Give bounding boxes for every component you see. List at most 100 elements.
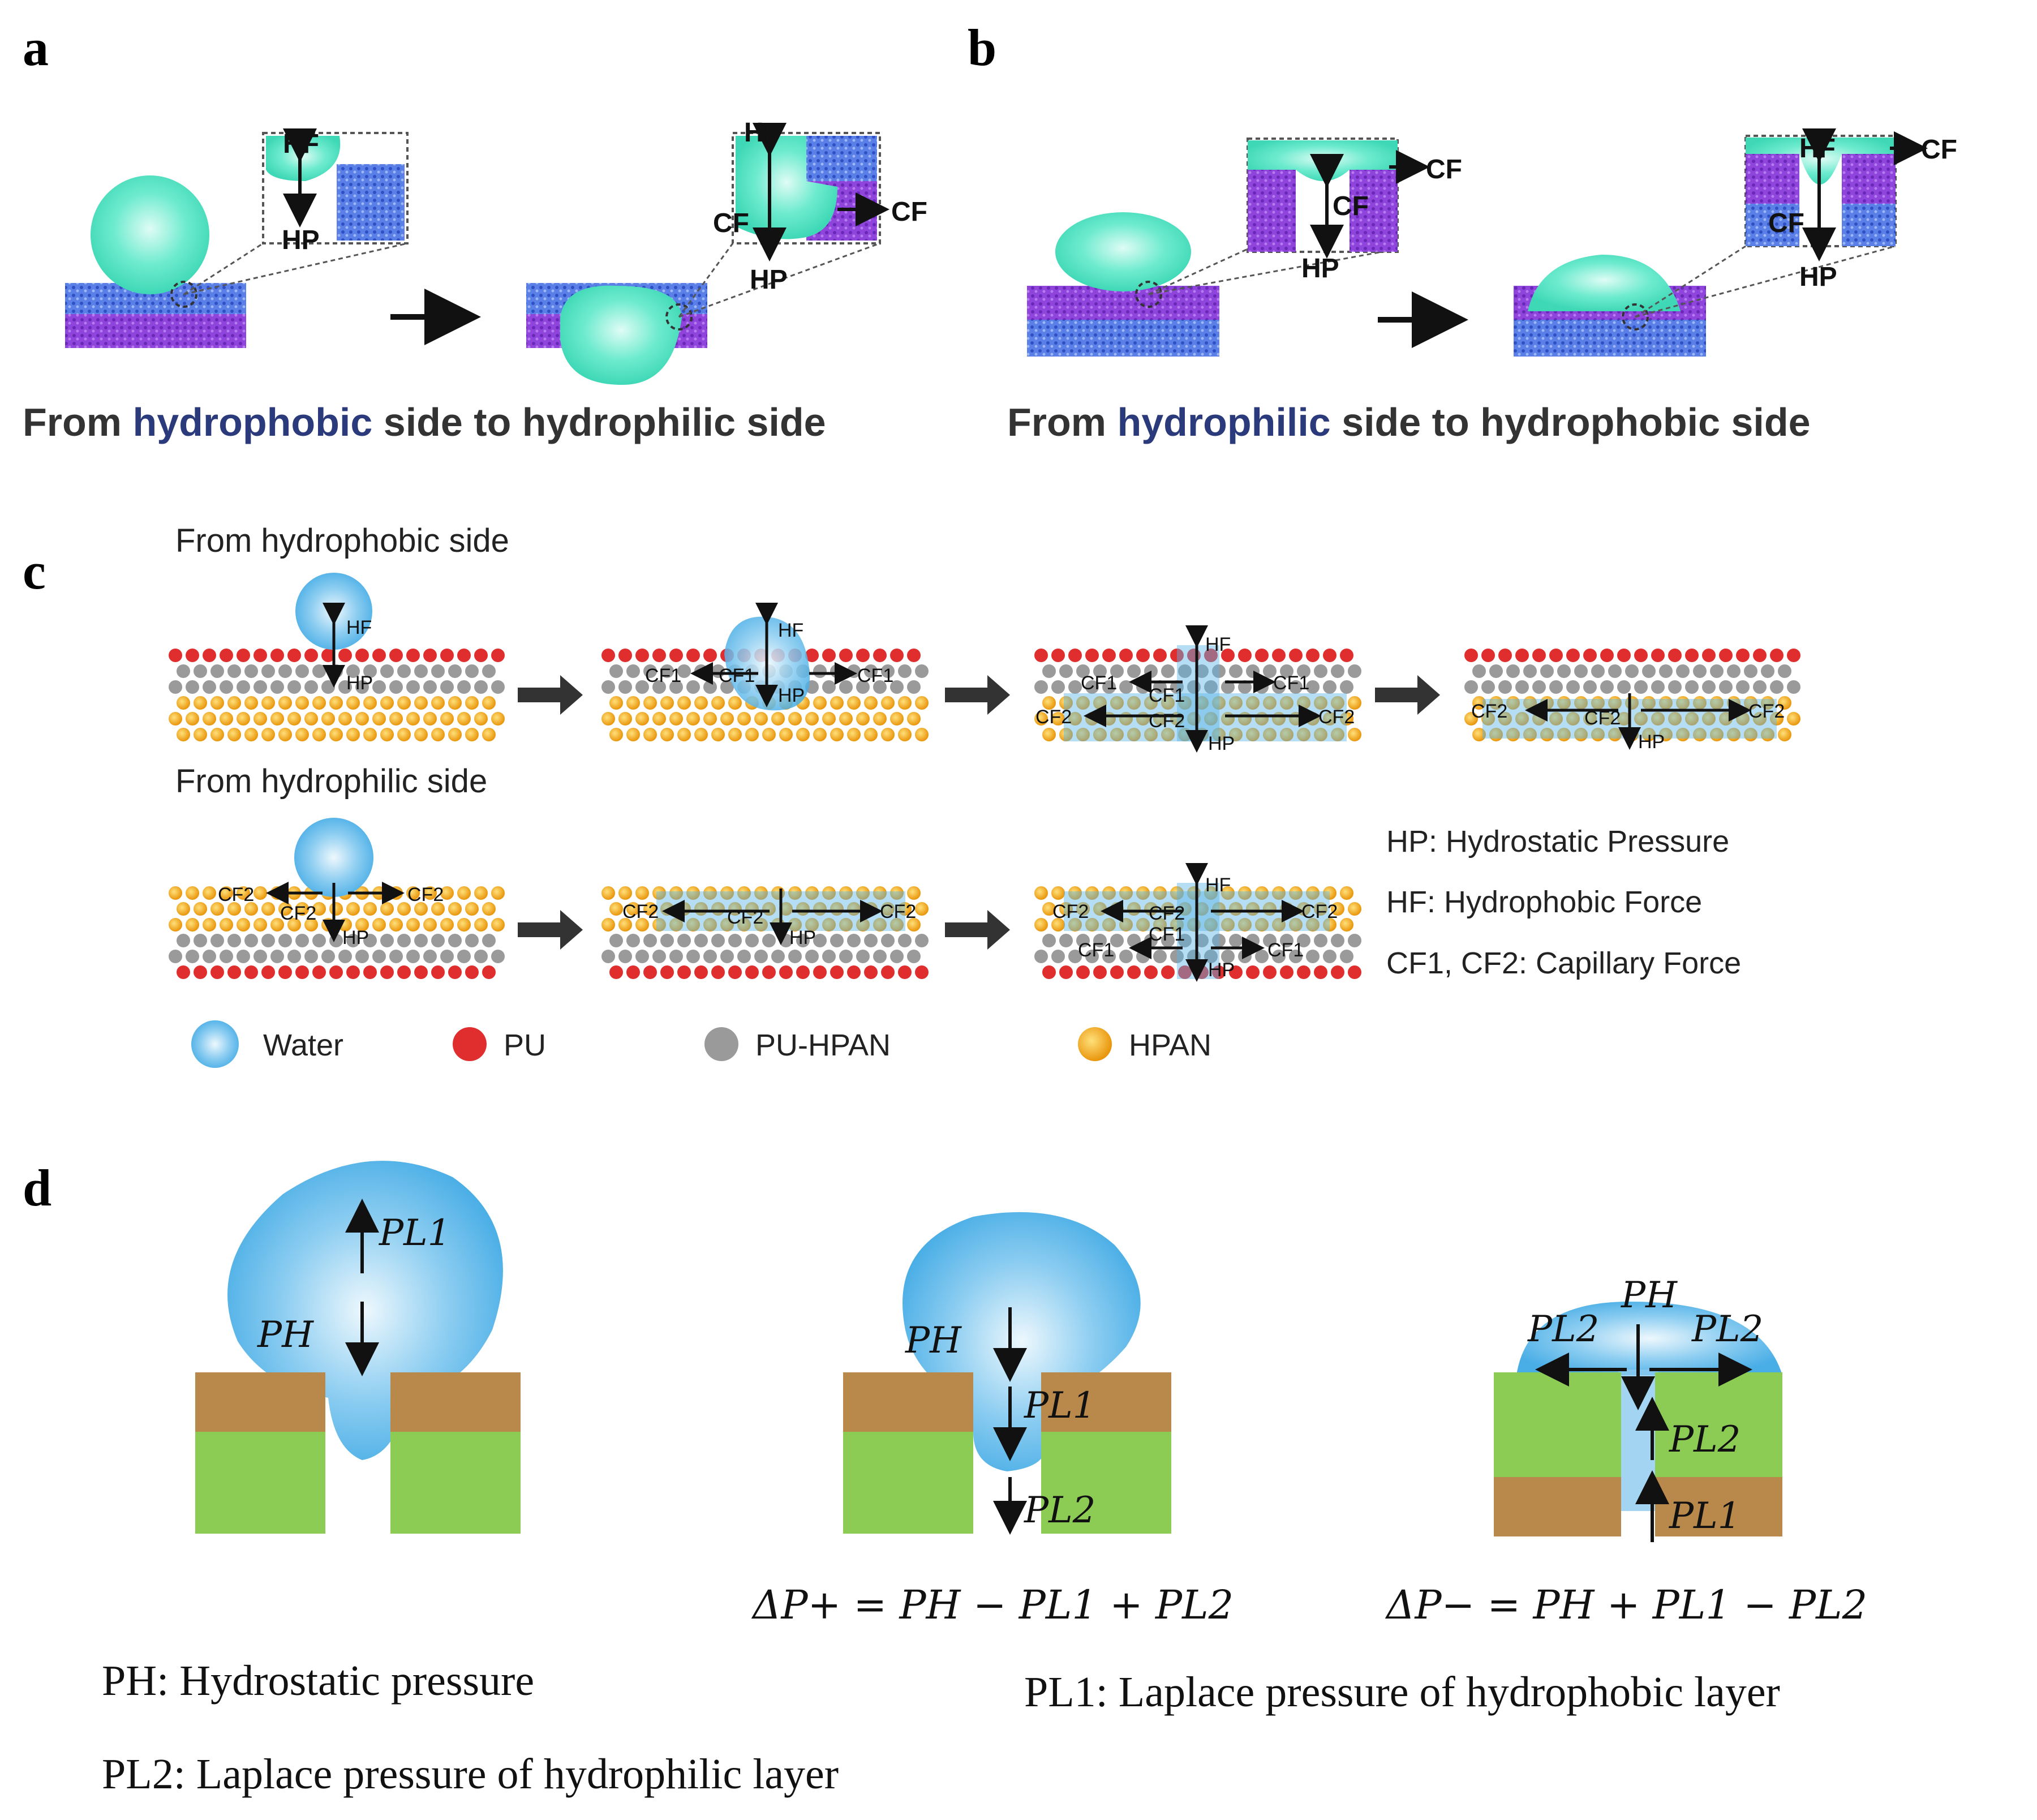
particle [1110, 728, 1124, 741]
particle [728, 934, 742, 947]
particle [1076, 902, 1090, 916]
particle [601, 950, 615, 963]
particle [694, 696, 708, 710]
particle [669, 649, 683, 662]
particle [1600, 680, 1614, 694]
particle [1212, 696, 1226, 710]
particle [406, 680, 420, 694]
particle [864, 728, 878, 741]
label-cf: CF [891, 197, 927, 227]
particle [169, 680, 182, 694]
particle [830, 934, 844, 947]
particle [788, 950, 802, 963]
particle [210, 965, 224, 979]
particle [1608, 696, 1622, 710]
particle [881, 902, 895, 916]
particle [745, 934, 759, 947]
particle [363, 934, 377, 947]
water-droplet [1055, 212, 1191, 291]
particle [1314, 965, 1327, 979]
particle [287, 680, 301, 694]
particle [1634, 649, 1648, 662]
particle [626, 902, 640, 916]
particle [1170, 886, 1184, 900]
particle [618, 712, 632, 726]
particle [177, 664, 190, 678]
particle [194, 728, 207, 741]
particle [270, 712, 284, 726]
particle [1306, 886, 1320, 900]
label-hp: HP [789, 927, 816, 948]
particle [389, 950, 403, 963]
label-cf2: CF2 [1052, 901, 1089, 922]
particle [635, 918, 649, 932]
particle [1481, 649, 1495, 662]
particle [372, 950, 386, 963]
particle [1549, 712, 1563, 726]
particle [618, 918, 632, 932]
particle [635, 950, 649, 963]
particle [609, 965, 623, 979]
definition-ph: PH: Hydrostatic pressure [102, 1657, 534, 1705]
particle [1566, 712, 1580, 726]
particle [237, 918, 250, 932]
particle [491, 649, 505, 662]
particle [652, 886, 666, 900]
particle [210, 728, 224, 741]
particle [1472, 664, 1486, 678]
particle [1136, 918, 1150, 932]
label-cf2: CF2 [1301, 901, 1338, 922]
particle [643, 934, 657, 947]
particle [203, 918, 216, 932]
particle [169, 649, 182, 662]
particle [1617, 712, 1631, 726]
particle [703, 918, 717, 932]
particle [728, 965, 742, 979]
legend-pu: PU [504, 1028, 546, 1062]
particle [482, 664, 496, 678]
particle [1617, 649, 1631, 662]
caption-a-highlight: hydrophobic [132, 400, 372, 444]
particle [1685, 680, 1699, 694]
particle [839, 649, 853, 662]
particle [1331, 902, 1344, 916]
particle [1340, 680, 1353, 694]
particle [194, 664, 207, 678]
particle [1093, 965, 1107, 979]
particle [822, 918, 836, 932]
particle [669, 950, 683, 963]
particle [839, 886, 853, 900]
particle [210, 934, 224, 947]
particle [363, 664, 377, 678]
particle [1744, 664, 1757, 678]
particle [474, 950, 488, 963]
particle [1280, 696, 1293, 710]
particle [788, 886, 802, 900]
particle [796, 934, 810, 947]
particle [1034, 886, 1048, 900]
particle [856, 950, 870, 963]
label-cf1: CF1 [1149, 685, 1185, 706]
particle [898, 902, 912, 916]
particle [210, 902, 224, 916]
label-cf: CF [1426, 154, 1462, 184]
particle [1506, 696, 1520, 710]
particle [1221, 886, 1235, 900]
particle [389, 918, 403, 932]
particle [482, 696, 496, 710]
particle [227, 965, 241, 979]
particle [1102, 649, 1116, 662]
particle [686, 918, 700, 932]
particle [1246, 728, 1260, 741]
particle [660, 728, 674, 741]
particle [482, 902, 496, 916]
particle [677, 965, 691, 979]
particle [1340, 712, 1353, 726]
particle [329, 728, 343, 741]
particle [1727, 664, 1741, 678]
symbol-pl1: PL1 [1669, 1495, 1741, 1537]
particle [372, 918, 386, 932]
particle [186, 680, 199, 694]
particle [677, 934, 691, 947]
particle [1481, 680, 1495, 694]
